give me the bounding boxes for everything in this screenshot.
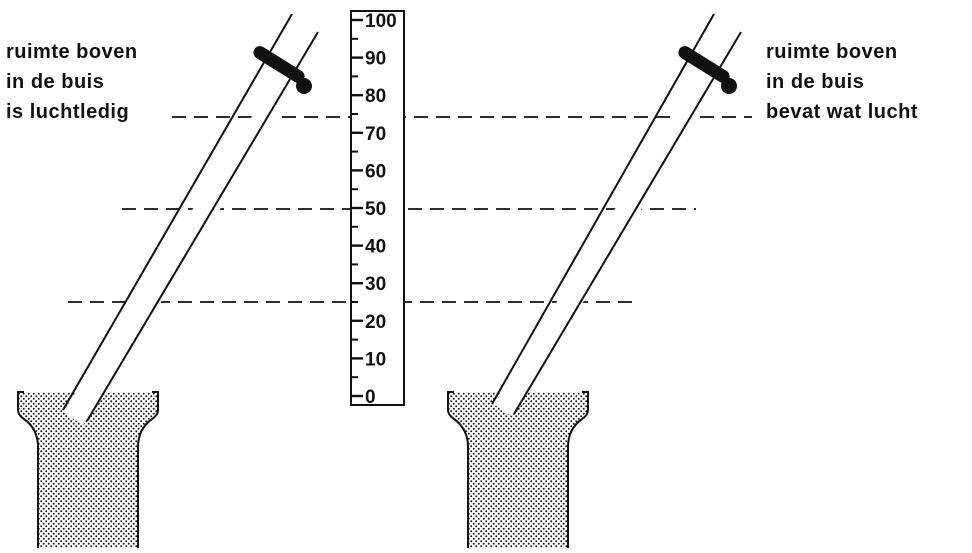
mercury-left xyxy=(18,392,158,548)
dish-outline-left xyxy=(17,391,159,548)
caption-right: ruimte boven in de buis bevat wat lucht xyxy=(766,37,918,127)
dish-outline-right xyxy=(447,391,589,548)
scale-label: 90 xyxy=(365,49,386,70)
scale-label: 40 xyxy=(365,237,386,258)
scale-label: 50 xyxy=(365,199,386,220)
caption-left-line-3: is luchtledig xyxy=(6,101,130,123)
tube-right xyxy=(491,13,742,416)
scale-label: 70 xyxy=(365,124,386,145)
scale-label: 10 xyxy=(365,349,386,370)
caption-right-line-3: bevat wat lucht xyxy=(766,101,918,123)
scale-label: 30 xyxy=(365,274,386,295)
scale-label: 80 xyxy=(365,86,386,107)
caption-left-line-1: ruimte boven xyxy=(6,41,138,63)
scale-label: 20 xyxy=(365,312,386,333)
mercury-dish-right xyxy=(447,391,589,548)
scale-label: 100 xyxy=(365,11,397,32)
mercury-dish-left xyxy=(17,391,159,548)
caption-left: ruimte boven in de buis is luchtledig xyxy=(6,37,138,127)
scale-ticks xyxy=(351,18,363,398)
caption-right-line-2: in de buis xyxy=(766,71,865,93)
mercury-right xyxy=(448,392,588,548)
caption-left-line-2: in de buis xyxy=(6,71,105,93)
scale-label: 0 xyxy=(365,387,376,408)
caption-right-line-1: ruimte boven xyxy=(766,41,898,63)
tube-left xyxy=(62,13,319,425)
clamp-left xyxy=(253,46,312,94)
clamp-right xyxy=(678,46,737,94)
scale-label: 60 xyxy=(365,161,386,182)
